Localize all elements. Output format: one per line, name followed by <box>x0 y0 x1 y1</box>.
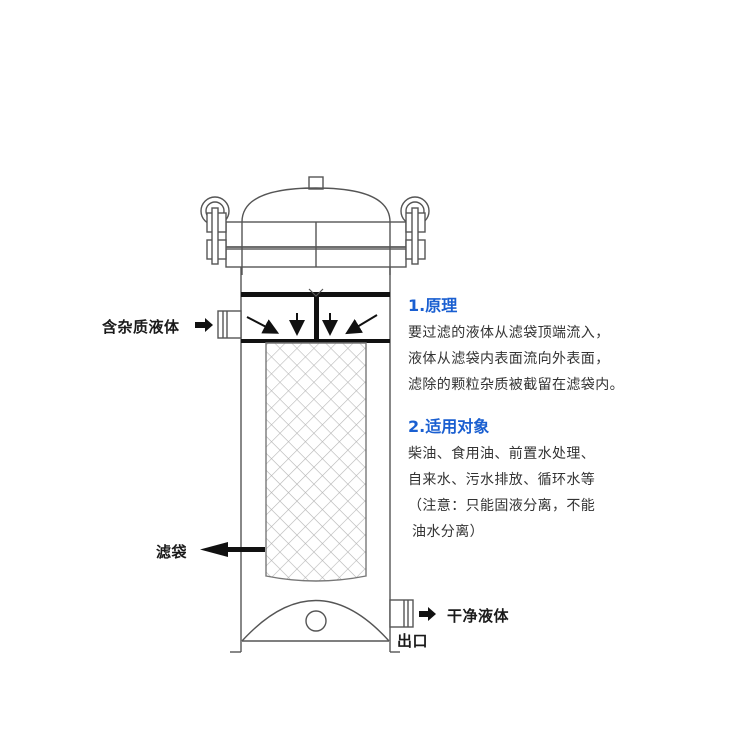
application-section: 2.适用对象 柴油、食用油、前置水处理、 自来水、污水排放、循环水等 （注意：只… <box>408 413 595 545</box>
outlet-arrow-icon <box>419 607 436 621</box>
flow-arrows <box>246 313 378 336</box>
application-line: 自来水、污水排放、循环水等 <box>408 472 596 488</box>
bottom-head <box>241 599 390 642</box>
filter-bag <box>265 342 367 582</box>
distribution-plate <box>241 292 390 343</box>
bag-label: 滤袋 <box>156 543 188 561</box>
outlet-nozzle <box>389 599 414 628</box>
principle-line: 要过滤的液体从滤袋顶端流入， <box>408 325 610 341</box>
clean-liquid-label: 干净液体 <box>447 607 510 625</box>
application-line: 柴油、食用油、前置水处理、 <box>408 446 596 462</box>
lid <box>225 176 407 275</box>
principle-heading: 1.原理 <box>408 296 458 315</box>
principle-line: 滤除的颗粒杂质被截留在滤袋内。 <box>408 377 624 393</box>
application-line: 油水分离） <box>412 524 484 540</box>
left-clamp <box>200 196 230 265</box>
bag-pointer-arrow-icon <box>200 542 265 557</box>
principle-line: 液体从滤袋内表面流向外表面， <box>408 351 610 367</box>
principle-section: 1.原理 要过滤的液体从滤袋顶端流入， 液体从滤袋内表面流向外表面， 滤除的颗粒… <box>408 292 624 398</box>
inlet-arrow-icon <box>195 318 213 332</box>
outlet-label: 出口 <box>397 632 429 650</box>
application-line: （注意：只能固液分离，不能 <box>408 498 596 514</box>
inlet-nozzle <box>217 310 242 339</box>
right-clamp <box>400 196 430 265</box>
application-heading: 2.适用对象 <box>408 417 490 436</box>
inlet-label: 含杂质液体 <box>102 318 180 336</box>
